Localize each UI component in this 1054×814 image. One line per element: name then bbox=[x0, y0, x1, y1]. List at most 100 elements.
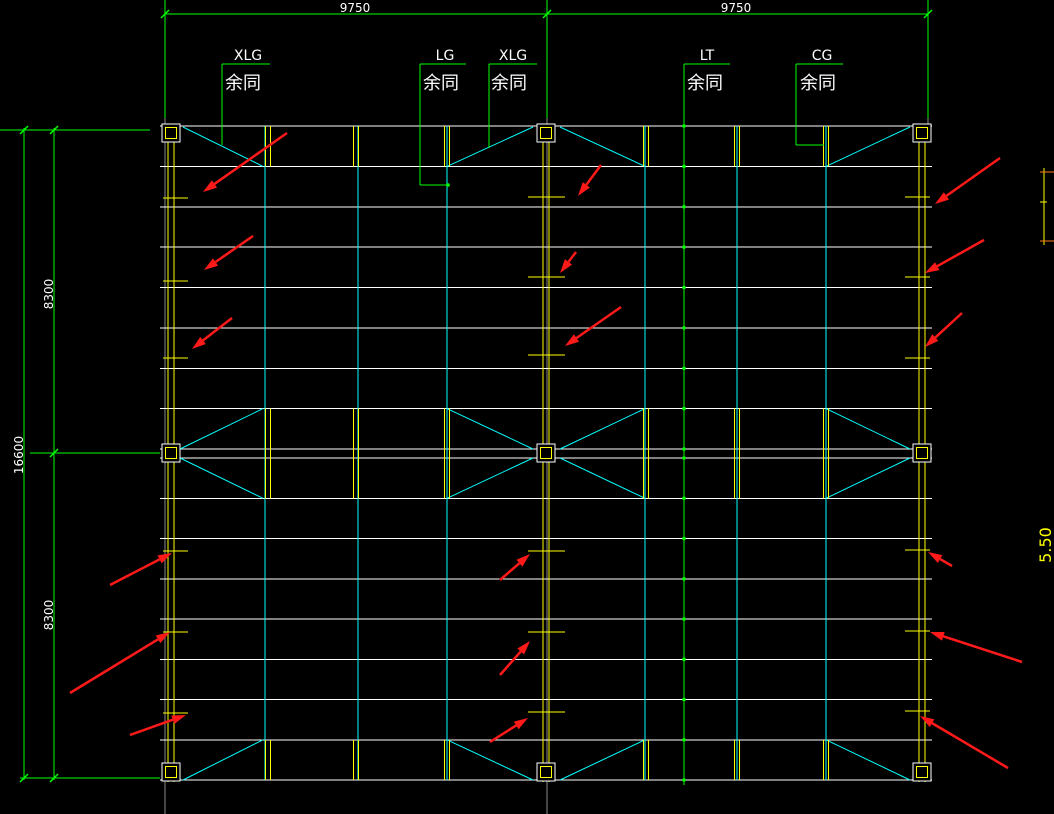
annotation-arrow-shaft bbox=[934, 312, 963, 339]
annotation-arrow-head bbox=[517, 641, 530, 655]
annotation-arrow-head bbox=[928, 552, 943, 563]
dimension-text-bay-2: 9750 bbox=[721, 1, 752, 15]
annotation-arrow bbox=[192, 317, 233, 349]
column-base-square bbox=[161, 762, 181, 782]
annotation-arrow-head bbox=[930, 632, 945, 641]
tie-rod-node bbox=[682, 326, 686, 330]
column-base-square bbox=[912, 123, 932, 143]
annotation-arrow bbox=[129, 715, 186, 737]
annotation-arrow-head bbox=[513, 718, 528, 730]
annotation-arrow bbox=[499, 554, 530, 581]
column-section-square bbox=[540, 447, 552, 459]
annotation-arrow-head bbox=[155, 632, 170, 644]
annotation-arrows-group bbox=[69, 131, 1023, 770]
annotation-arrow-head bbox=[516, 554, 530, 567]
member-label-code: LT bbox=[700, 48, 715, 64]
column-base-square bbox=[161, 443, 181, 463]
tie-rod-node bbox=[682, 285, 686, 290]
annotation-arrow-shaft bbox=[214, 234, 254, 264]
member-label-code: XLG bbox=[234, 48, 262, 64]
annotation-arrow-head bbox=[204, 258, 219, 270]
member-label-note: 余同 bbox=[687, 73, 723, 94]
diagonal-brace-line bbox=[446, 408, 534, 450]
annotation-arrow-head bbox=[171, 715, 186, 724]
tie-rod-node bbox=[682, 617, 686, 621]
dimension-tick bbox=[49, 448, 59, 458]
column-base-square bbox=[161, 123, 181, 143]
annotation-arrow-shaft bbox=[575, 305, 622, 340]
annotation-arrow-head bbox=[920, 716, 935, 727]
annotation-arrow-head bbox=[565, 334, 580, 346]
annotation-arrow-shaft bbox=[939, 557, 953, 568]
annotation-arrow-head bbox=[560, 259, 573, 273]
tie-rod-node bbox=[682, 245, 686, 249]
leader-dot bbox=[446, 183, 450, 187]
column-section-square bbox=[916, 447, 928, 459]
annotation-arrow bbox=[204, 234, 254, 270]
annotation-arrow-shaft bbox=[129, 718, 174, 737]
dimension-tick bbox=[19, 773, 29, 783]
tie-rod-node bbox=[682, 406, 686, 411]
annotation-arrow bbox=[578, 164, 603, 196]
diagonal-brace-line bbox=[825, 739, 911, 781]
annotation-arrow-shaft bbox=[942, 635, 1023, 664]
tie-rod-node bbox=[682, 164, 686, 169]
dimension-tick bbox=[160, 9, 170, 19]
annotation-arrow bbox=[489, 718, 528, 744]
column-base-square bbox=[536, 443, 556, 463]
struts-group bbox=[264, 126, 830, 780]
member-label-code: LG bbox=[436, 48, 455, 64]
secondary-members-group bbox=[264, 64, 827, 785]
annotation-arrow-head bbox=[192, 336, 206, 349]
tie-rod-node bbox=[682, 738, 686, 742]
tie-rod-node bbox=[682, 456, 686, 460]
diagonal-brace-line bbox=[559, 739, 646, 781]
annotation-arrow-shaft bbox=[585, 164, 603, 186]
text-group: 9750 9750 8300 16600 8300 XLG 余同 LG 余同 X… bbox=[12, 1, 1054, 630]
annotation-arrow-shaft bbox=[931, 722, 1009, 770]
dimension-text-bay-1: 9750 bbox=[340, 1, 371, 15]
diagonal-brace-line bbox=[825, 457, 911, 499]
tie-rod-node bbox=[682, 577, 686, 581]
annotation-arrow-head bbox=[578, 182, 590, 196]
column-section-square bbox=[540, 766, 552, 778]
diagonal-brace-line bbox=[825, 408, 911, 450]
annotation-arrow-shaft bbox=[202, 317, 233, 342]
member-label-code: CG bbox=[812, 48, 833, 64]
diagonal-brace-line bbox=[559, 408, 646, 450]
annotation-arrow-shaft bbox=[567, 251, 577, 263]
annotation-arrow-head bbox=[935, 192, 950, 204]
dimension-text-span-1: 8300 bbox=[42, 279, 56, 310]
member-label-note: 余同 bbox=[491, 73, 527, 94]
dimension-tick bbox=[49, 125, 59, 135]
column-section-square bbox=[540, 127, 552, 139]
member-label-code: XLG bbox=[499, 48, 527, 64]
diagonal-brace-line bbox=[825, 126, 911, 167]
annotation-arrow bbox=[499, 641, 530, 676]
dimension-tick bbox=[49, 773, 59, 783]
diagonal-brace-line bbox=[446, 126, 534, 167]
annotation-arrow-shaft bbox=[499, 650, 522, 676]
column-base-square bbox=[536, 762, 556, 782]
column-base-square bbox=[912, 762, 932, 782]
dimension-text-span-2: 8300 bbox=[42, 600, 56, 631]
dimension-text-total: 16600 bbox=[12, 436, 26, 474]
dimension-tick bbox=[542, 9, 552, 19]
column-base-square bbox=[912, 443, 932, 463]
dimension-tick bbox=[19, 125, 29, 135]
diagonal-brace-line bbox=[559, 126, 646, 167]
annotation-arrow bbox=[203, 131, 288, 192]
annotation-arrow bbox=[930, 632, 1023, 664]
tie-rod-node bbox=[682, 366, 686, 371]
dimension-tick bbox=[923, 9, 933, 19]
tie-rod-node bbox=[682, 205, 686, 209]
annotation-arrow-shaft bbox=[499, 562, 521, 581]
tie-rod-node bbox=[682, 697, 686, 702]
diagonal-brace-line bbox=[446, 457, 534, 499]
leader-lines-group bbox=[221, 63, 843, 187]
annotation-arrow bbox=[935, 156, 1001, 204]
annotation-arrow-shaft bbox=[213, 131, 288, 185]
annotation-arrow bbox=[565, 305, 622, 346]
